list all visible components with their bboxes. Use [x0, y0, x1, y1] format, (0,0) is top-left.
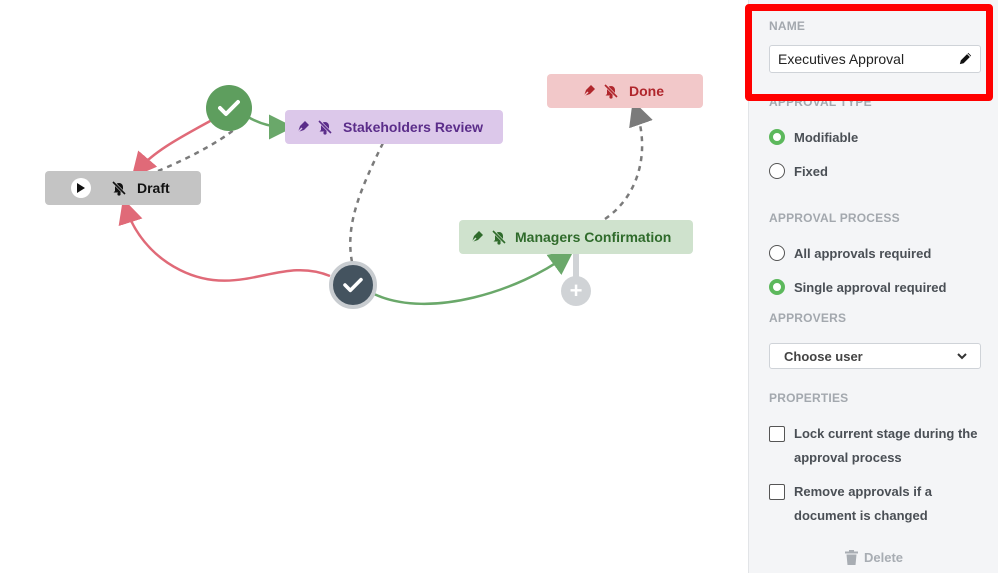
radio-single-approval[interactable]: Single approval required	[769, 279, 946, 295]
name-input-value: Executives Approval	[778, 51, 905, 67]
stage-node-managers-confirmation[interactable]: Managers Confirmation	[459, 220, 693, 254]
stage-label: Done	[629, 83, 664, 99]
radio-button[interactable]	[769, 163, 785, 179]
add-connector-stem	[573, 254, 579, 278]
radio-button[interactable]	[769, 279, 785, 295]
radio-label: All approvals required	[794, 245, 932, 261]
delete-button[interactable]: Delete	[845, 550, 903, 565]
bell-off-icon	[491, 229, 507, 245]
radio-label: Modifiable	[794, 129, 859, 145]
checkbox-label: Remove approvals if a document is change…	[794, 484, 932, 523]
bell-off-icon	[317, 119, 333, 135]
approval-check-node-2[interactable]	[329, 261, 377, 309]
approval-check-node-1[interactable]	[206, 85, 252, 131]
pen-icon	[581, 83, 597, 99]
checkbox-remove-approvals[interactable]: Remove approvals if a document is change…	[769, 480, 932, 528]
select-value: Choose user	[784, 348, 863, 364]
delete-label: Delete	[864, 550, 904, 565]
edge-reject-to-draft-1	[131, 118, 213, 178]
properties-label: PROPERTIES	[769, 391, 849, 405]
checkbox-label: Lock current stage during the approval p…	[794, 426, 978, 465]
stage-node-stakeholders-review[interactable]: Stakeholders Review	[285, 110, 503, 144]
name-label: NAME	[769, 19, 806, 33]
plus-icon: +	[569, 278, 583, 303]
checkbox[interactable]	[769, 484, 785, 500]
radio-button[interactable]	[769, 129, 785, 145]
bell-off-icon	[603, 83, 619, 99]
stage-node-done[interactable]: Done	[547, 74, 703, 108]
approval-type-label: APPROVAL TYPE	[769, 95, 872, 109]
properties-panel: NAME Executives Approval APPROVAL TYPE M…	[748, 0, 998, 573]
approvers-select[interactable]: Choose user	[769, 343, 981, 369]
edge-approve-to-stakeholders	[247, 114, 294, 140]
approval-process-label: APPROVAL PROCESS	[769, 211, 900, 225]
radio-fixed[interactable]: Fixed	[769, 163, 828, 179]
chevron-down-icon	[956, 350, 968, 365]
edge-dashed-draft-check	[157, 127, 237, 173]
radio-label: Single approval required	[794, 279, 947, 295]
pencil-icon[interactable]	[958, 51, 973, 69]
bell-off-icon	[111, 180, 127, 196]
radio-label: Fixed	[794, 163, 828, 179]
checkbox-lock-stage[interactable]: Lock current stage during the approval p…	[769, 422, 977, 470]
edge-dashed-managers-done	[604, 100, 653, 221]
stage-label: Stakeholders Review	[343, 119, 484, 135]
check-icon	[343, 277, 363, 293]
trash-icon	[845, 550, 858, 565]
edge-dashed-stakeholders-check	[349, 142, 385, 263]
check-icon	[218, 100, 240, 116]
pen-icon	[469, 229, 485, 245]
radio-modifiable[interactable]: Modifiable	[769, 129, 858, 145]
approvers-label: APPROVERS	[769, 311, 847, 325]
checkbox[interactable]	[769, 426, 785, 442]
stage-label: Draft	[137, 180, 170, 196]
edge-approve-to-managers	[373, 250, 575, 306]
radio-button[interactable]	[769, 245, 785, 261]
add-stage-button[interactable]: +	[561, 276, 591, 306]
stage-node-draft[interactable]: Draft	[45, 171, 201, 205]
workflow-edges	[118, 100, 653, 306]
edge-reject-to-draft-2	[118, 198, 331, 282]
name-input[interactable]: Executives Approval	[769, 45, 981, 73]
pen-icon	[295, 119, 311, 135]
workflow-canvas[interactable]: Draft Stakeholders Review Done	[0, 0, 748, 573]
stage-label: Managers Confirmation	[515, 229, 672, 245]
play-icon	[71, 178, 91, 198]
radio-all-approvals[interactable]: All approvals required	[769, 245, 931, 261]
